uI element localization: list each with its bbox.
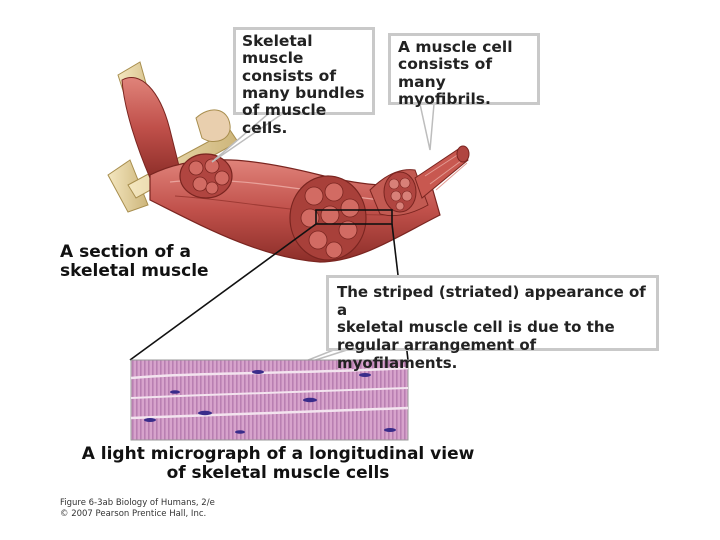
nucleus — [384, 428, 396, 432]
striated-callout: The striped (striated) appearance of a s… — [326, 275, 659, 351]
callout-line: The striped (striated) appearance of a — [337, 284, 648, 319]
callout-line: many bundles — [242, 85, 366, 102]
callout-line: myofibrils. — [398, 91, 530, 108]
section-label-line: skeletal muscle — [60, 262, 209, 281]
bundles-callout: Skeletal muscle consists of many bundles… — [233, 27, 375, 115]
section-label: A section of a skeletal muscle — [60, 243, 209, 280]
micrograph-caption: A light micrograph of a longitudinal vie… — [78, 445, 478, 482]
callout-line: Skeletal muscle — [242, 33, 366, 68]
muscle-bundle-cross-section-middle — [290, 176, 366, 260]
credit-line: Figure 6-3ab Biology of Humans, 2/e — [60, 498, 215, 509]
myofibrils-callout: A muscle cell consists of many myofibril… — [388, 33, 540, 105]
nucleus — [303, 398, 317, 402]
callout-line: consists of many — [398, 56, 530, 91]
myofibrils-callout-pointer — [420, 104, 434, 150]
micrograph-caption-line: A light micrograph of a longitudinal vie… — [78, 445, 478, 464]
nucleus — [170, 390, 180, 394]
nucleus — [198, 411, 212, 415]
callout-line: A muscle cell — [398, 39, 530, 56]
myofibril — [415, 146, 469, 198]
figure-credit: Figure 6-3ab Biology of Humans, 2/e © 20… — [60, 498, 215, 519]
nucleus — [252, 370, 264, 374]
callout-line: skeletal muscle cell is due to the — [337, 319, 648, 337]
credit-line: © 2007 Pearson Prentice Hall, Inc. — [60, 509, 215, 520]
callout-line: consists of — [242, 68, 366, 85]
callout-line: of muscle cells. — [242, 102, 366, 137]
micrograph-caption-line: of skeletal muscle cells — [78, 464, 478, 483]
section-label-line: A section of a — [60, 243, 209, 262]
muscle-bundle-cross-section-left — [180, 154, 232, 198]
nucleus — [144, 418, 156, 422]
nucleus — [235, 430, 245, 434]
callout-line: regular arrangement of myofilaments. — [337, 337, 648, 372]
nucleus — [359, 373, 371, 377]
